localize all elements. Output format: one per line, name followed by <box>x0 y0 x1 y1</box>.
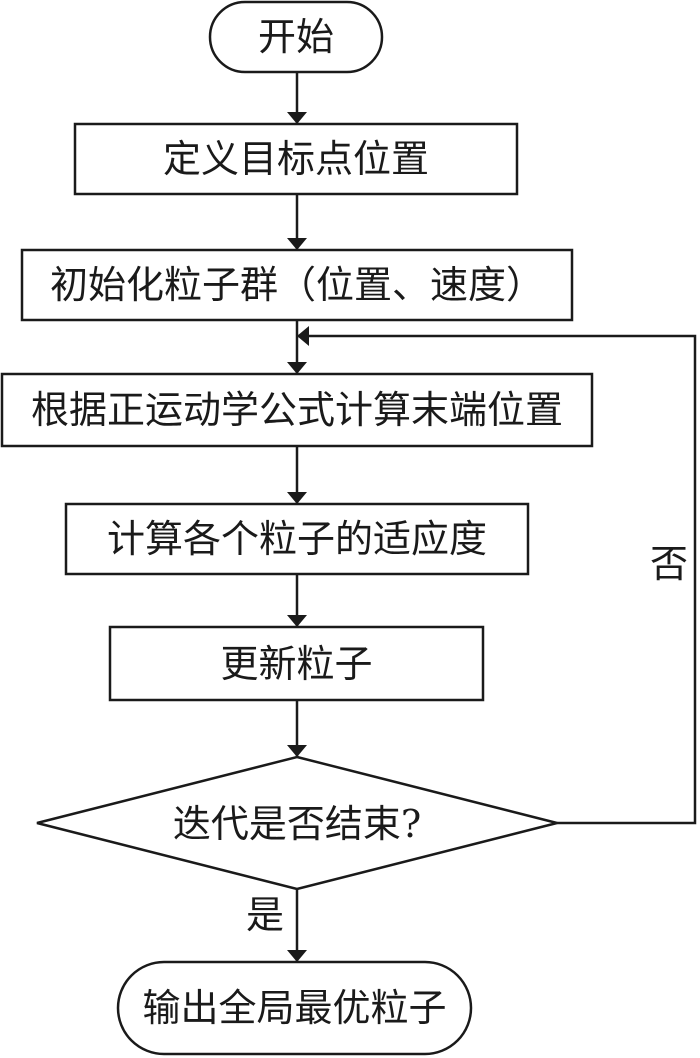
output-terminator <box>116 960 473 1056</box>
edge-label-no: 否 <box>650 542 689 586</box>
edge-loop-back <box>297 326 697 825</box>
forward-kinematics-box <box>0 372 594 448</box>
decision-diamond <box>36 755 558 891</box>
define-target-box <box>73 122 519 196</box>
fitness-box <box>64 502 530 576</box>
edge-label-yes: 是 <box>246 893 285 937</box>
init-swarm-box <box>20 248 574 322</box>
update-box <box>108 625 485 702</box>
start-terminator <box>208 0 384 74</box>
